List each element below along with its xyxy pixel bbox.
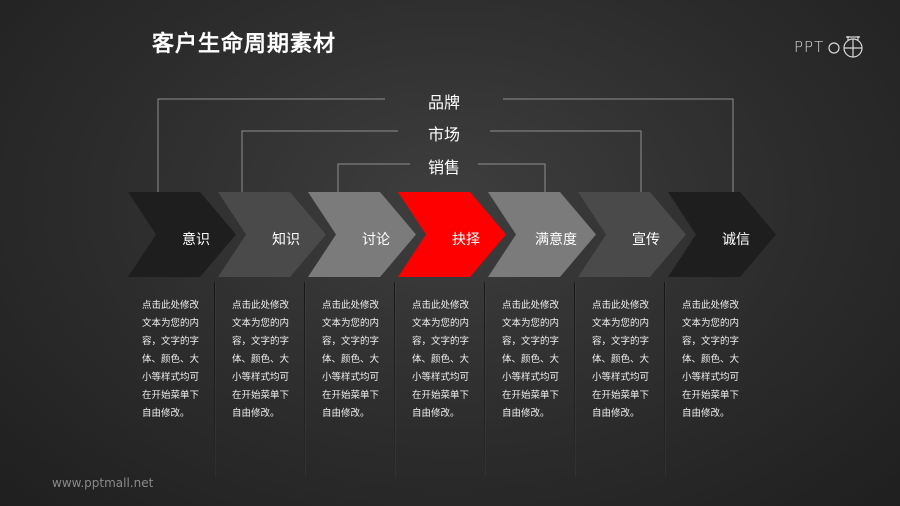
stage-label-decision: 抉择: [452, 232, 480, 248]
logo-text: PPT: [794, 38, 825, 56]
bracket-market-right: [490, 130, 642, 192]
level-label-brand: 品牌: [427, 93, 461, 112]
stage-label-awareness: 意识: [182, 232, 210, 248]
stage-description-loyalty: 点击此处修改文本为您的内容，文字的字体、颜色、大小等样式均可在开始菜单下自由修改…: [682, 300, 740, 419]
stage-label-loyalty: 诚信: [722, 232, 750, 248]
stage-label-promotion: 宣传: [632, 232, 660, 248]
bracket-market-left: [241, 130, 398, 192]
stage-chevron-promotion: [578, 192, 686, 277]
column-divider: [394, 282, 395, 477]
stage-label-discussion: 讨论: [362, 232, 390, 248]
column-divider: [214, 282, 215, 477]
bracket-sales-right: [478, 163, 546, 192]
stage-description-decision: 点击此处修改文本为您的内容，文字的字体、颜色、大小等样式均可在开始菜单下自由修改…: [412, 300, 470, 419]
stage-label-satisfaction: 满意度: [535, 232, 577, 248]
stage-description-awareness: 点击此处修改文本为您的内容，文字的字体、颜色、大小等样式均可在开始菜单下自由修改…: [142, 300, 200, 419]
column-divider: [664, 282, 665, 477]
stage-description-promotion: 点击此处修改文本为您的内容，文字的字体、颜色、大小等样式均可在开始菜单下自由修改…: [592, 300, 650, 419]
stage-chevron-decision: [398, 192, 506, 277]
level-label-sales: 销售: [427, 158, 461, 177]
stage-label-knowledge: 知识: [272, 232, 300, 248]
stage-chevron-knowledge: [218, 192, 326, 277]
stage-chevron-awareness: [128, 192, 236, 277]
footer-url: www.pptmall.net: [52, 476, 154, 490]
stage-description-discussion: 点击此处修改文本为您的内容，文字的字体、颜色、大小等样式均可在开始菜单下自由修改…: [322, 300, 380, 419]
stage-chevron-satisfaction: [488, 192, 596, 277]
ppt-mall-logo-icon: [828, 36, 863, 58]
logo: PPT: [794, 32, 868, 62]
column-divider: [574, 282, 575, 477]
bracket-brand-right: [503, 98, 734, 192]
bracket-brand-left: [157, 98, 385, 192]
column-divider: [484, 282, 485, 477]
page-title: 客户生命周期素材: [152, 32, 337, 57]
column-divider: [304, 282, 305, 477]
level-label-market: 市场: [427, 125, 461, 144]
stage-chevron-loyalty: [668, 192, 776, 277]
stage-description-knowledge: 点击此处修改文本为您的内容，文字的字体、颜色、大小等样式均可在开始菜单下自由修改…: [232, 300, 290, 419]
stage-chevron-discussion: [308, 192, 416, 277]
stage-description-satisfaction: 点击此处修改文本为您的内容，文字的字体、颜色、大小等样式均可在开始菜单下自由修改…: [502, 300, 560, 419]
bracket-sales-left: [337, 163, 410, 192]
